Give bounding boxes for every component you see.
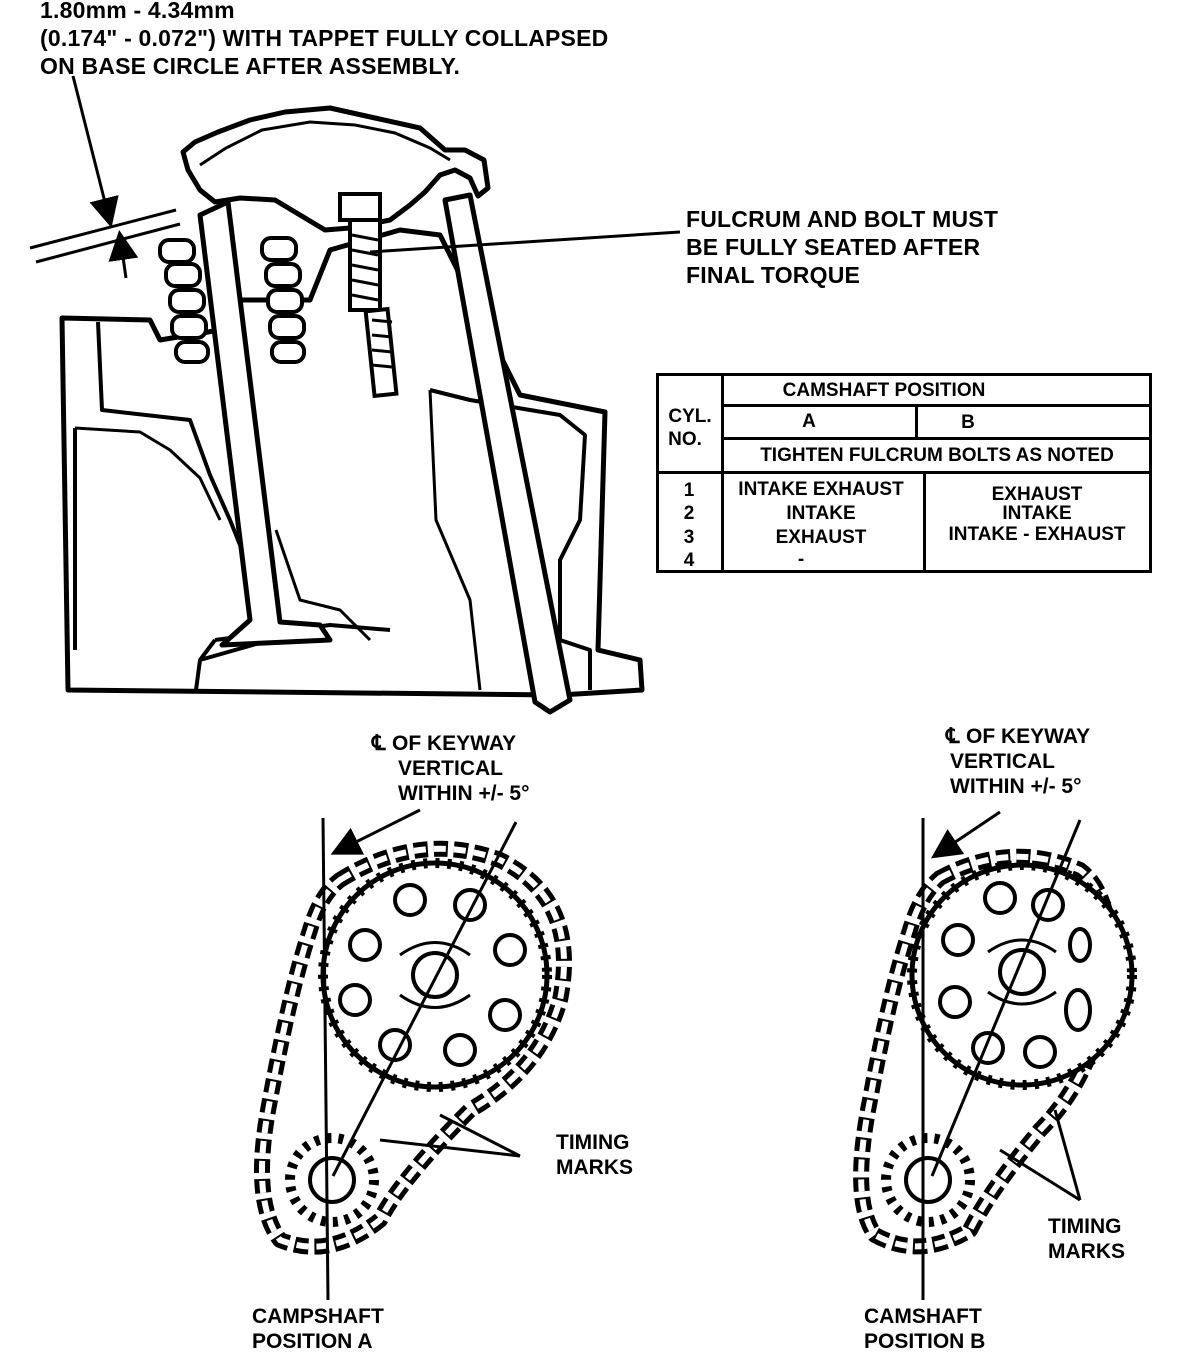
clearance-note-line3: ON BASE CIRCLE AFTER ASSEMBLY. — [40, 53, 461, 79]
push-rod — [442, 192, 573, 715]
keyway-centerline-a — [321, 808, 521, 1301]
caption-position-b-line2: POSITION B — [864, 1330, 986, 1353]
row3-cyl: 3 — [683, 527, 695, 548]
caption-position-b: CAMSHAFT POSITION B — [864, 1304, 985, 1354]
fulcrum-note: FULCRUM AND BOLT MUST BE FULLY SEATED AF… — [686, 205, 998, 289]
clearance-note: 1.80mm - 4.34mm (0.174" - 0.072") WITH T… — [40, 0, 608, 80]
cyl-header-2: NO. — [668, 429, 702, 450]
row1-b: EXHAUST — [991, 484, 1083, 505]
keyway-note-right-line1: OF KEYWAY — [966, 725, 1091, 748]
centerline-symbol: ℄ — [946, 725, 960, 748]
cyl-header-1: CYL. — [668, 406, 712, 427]
timing-marks-left-line1: TIMING — [556, 1131, 630, 1154]
caption-position-a: CAMPSHAFT POSITION A — [252, 1304, 384, 1354]
keyway-note-right-line3: WITHIN +/- 5° — [950, 775, 1082, 798]
row3-b: INTAKE - EXHAUST — [948, 524, 1126, 545]
row1-cyl: 1 — [683, 480, 695, 501]
fulcrum-note-line2: BE FULLY SEATED AFTER — [686, 234, 981, 260]
column-b-header: B — [961, 412, 975, 433]
row2-a: INTAKE — [786, 503, 856, 524]
fulcrum-note-line3: FINAL TORQUE — [686, 262, 861, 288]
fulcrum-bolt — [338, 192, 399, 399]
caption-position-b-line1: CAMSHAFT — [864, 1305, 982, 1328]
keyway-note-right-line2: VERTICAL — [950, 750, 1055, 773]
row2-b: INTAKE — [1002, 503, 1072, 524]
keyway-note-left: ℄ OF KEYWAY VERTICAL WITHIN +/- 5° — [372, 731, 530, 806]
clearance-note-line2: (0.174" - 0.072") WITH TAPPET FULLY COLL… — [40, 25, 609, 51]
keyway-note-left-line2: VERTICAL — [398, 757, 503, 780]
row1-a: INTAKE EXHAUST — [738, 479, 904, 500]
timing-marks-left: TIMING MARKS — [556, 1130, 633, 1180]
row2-cyl: 2 — [683, 503, 695, 524]
intake-valve — [197, 199, 333, 648]
timing-marks-right: TIMING MARKS — [1048, 1214, 1125, 1264]
timing-marks-right-line2: MARKS — [1048, 1240, 1125, 1263]
caption-position-a-line1: CAMPSHAFT — [252, 1305, 384, 1328]
clearance-note-line1: 1.80mm - 4.34mm — [40, 0, 235, 23]
timing-set-position-b — [853, 848, 1137, 1255]
keyway-note-right: ℄ OF KEYWAY VERTICAL WITHIN +/- 5° — [946, 724, 1090, 799]
clearance-indicator — [29, 75, 181, 279]
valve-spring — [158, 236, 306, 364]
camshaft-position-header: CAMSHAFT POSITION — [782, 380, 986, 401]
timing-set-position-a — [254, 840, 572, 1255]
keyway-note-left-line3: WITHIN +/- 5° — [398, 782, 530, 805]
column-a-header: A — [802, 411, 816, 432]
timing-marks-right-line1: TIMING — [1048, 1215, 1122, 1238]
fulcrum-leader-line — [369, 230, 681, 254]
rocker-arm — [180, 105, 491, 233]
row4-cyl: 4 — [683, 550, 695, 571]
row3-a: EXHAUST — [775, 527, 867, 548]
keyway-centerline-b — [921, 810, 1082, 1300]
row4-a: - — [797, 549, 805, 570]
caption-position-a-line2: POSITION A — [252, 1330, 373, 1353]
timing-marks-left-line2: MARKS — [556, 1156, 633, 1179]
table-instruction: TIGHTEN FULCRUM BOLTS AS NOTED — [760, 445, 1114, 466]
fulcrum-bolt-table: CYL. NO. CAMSHAFT POSITION A B TIGHTEN F… — [656, 373, 1152, 573]
fulcrum-note-line1: FULCRUM AND BOLT MUST — [686, 206, 999, 232]
keyway-note-left-line1: OF KEYWAY — [392, 732, 517, 755]
centerline-symbol: ℄ — [372, 732, 386, 755]
